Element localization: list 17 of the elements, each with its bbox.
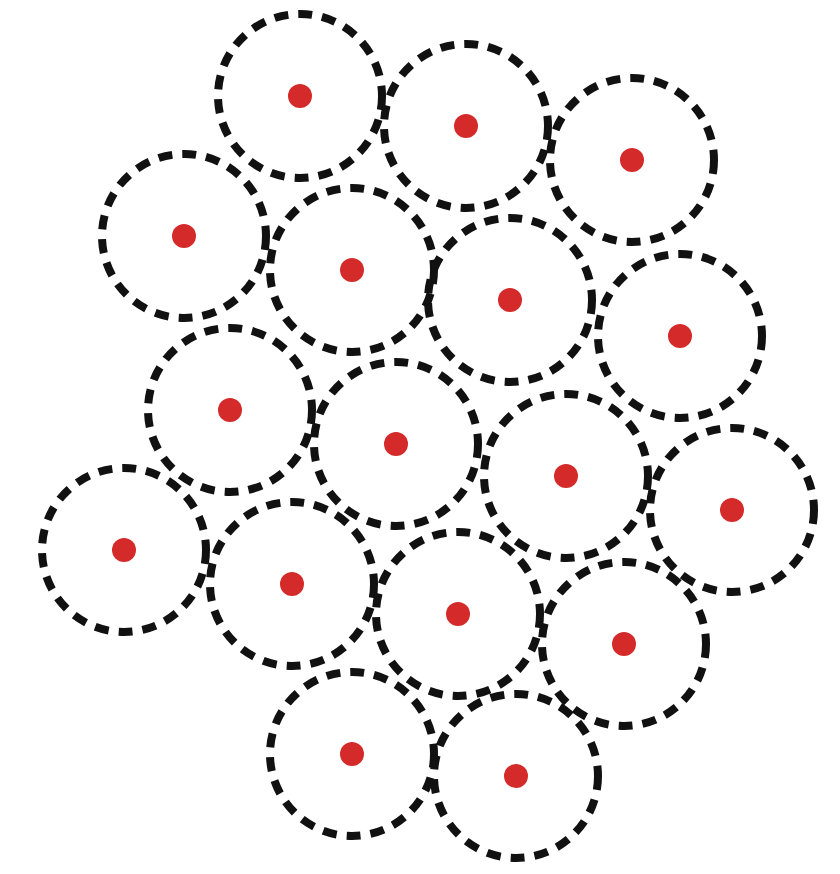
dashed-circle-with-dot — [538, 558, 710, 730]
dashed-circle-with-dot — [144, 324, 316, 496]
dashed-circle-with-dot — [430, 690, 602, 862]
dashed-circle-with-dot — [380, 40, 552, 212]
dashed-circle-with-dot — [424, 214, 596, 386]
dashed-circle-with-dot — [214, 10, 386, 182]
dashed-circle-with-dot — [594, 250, 766, 422]
dashed-circle-with-dot — [546, 74, 718, 246]
dashed-circle-with-dot — [480, 390, 652, 562]
dashed-circle-with-dot — [206, 498, 378, 670]
dashed-circle-with-dot — [38, 464, 210, 636]
dashed-circle-with-dot — [372, 528, 544, 700]
dashed-circle-with-dot — [266, 184, 438, 356]
dashed-circle-with-dot — [310, 358, 482, 530]
dashed-circle-with-dot — [646, 424, 818, 596]
dashed-circle-with-dot — [266, 668, 438, 840]
dashed-circle-with-dot — [98, 150, 270, 322]
